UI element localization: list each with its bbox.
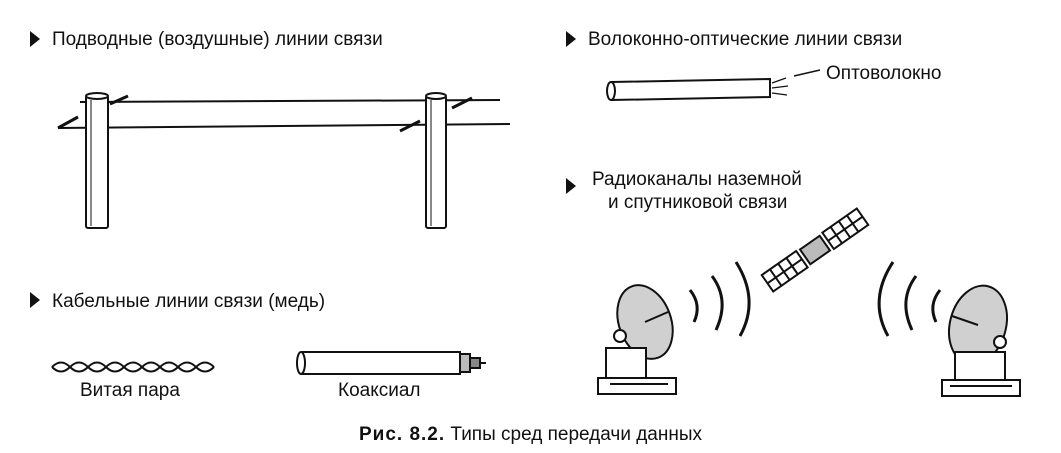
overhead-lines-title: Подводные (воздушные) линии связи bbox=[52, 29, 383, 50]
fiber-lines-title: Волоконно-оптические линии связи bbox=[588, 29, 903, 50]
dish-antenna-icon bbox=[941, 284, 1021, 397]
cable-lines-title: Кабельные линии связи (медь) bbox=[52, 291, 326, 312]
coax-cable-icon bbox=[296, 351, 486, 375]
twisted-pair-label: Витая пара bbox=[80, 380, 180, 401]
satellite-icon bbox=[760, 207, 870, 293]
pole-icon bbox=[425, 92, 447, 229]
pole-icon bbox=[85, 92, 109, 229]
coax-label: Коаксиал bbox=[338, 380, 421, 401]
caption-prefix: Рис. 8.2. bbox=[358, 424, 446, 445]
caption-text: Типы сред передачи данных bbox=[450, 424, 703, 445]
fiber-label: Оптоволокно bbox=[826, 63, 942, 84]
dish-antenna-icon bbox=[597, 284, 677, 395]
radio-waves-left bbox=[688, 261, 751, 337]
fiber-cable-icon bbox=[606, 69, 821, 102]
figure-caption: Рис. 8.2. Типы сред передачи данных bbox=[0, 425, 1061, 444]
radio-title-line2: и спутниковой связи bbox=[608, 192, 788, 213]
bullet-marker bbox=[566, 178, 576, 194]
bullet-marker bbox=[30, 292, 40, 308]
radio-title-line1: Радиоканалы наземной bbox=[592, 169, 802, 190]
bullet-marker bbox=[30, 31, 40, 47]
twisted-pair-icon bbox=[51, 361, 215, 373]
bullet-marker bbox=[566, 31, 576, 47]
radio-waves-right bbox=[877, 261, 942, 337]
